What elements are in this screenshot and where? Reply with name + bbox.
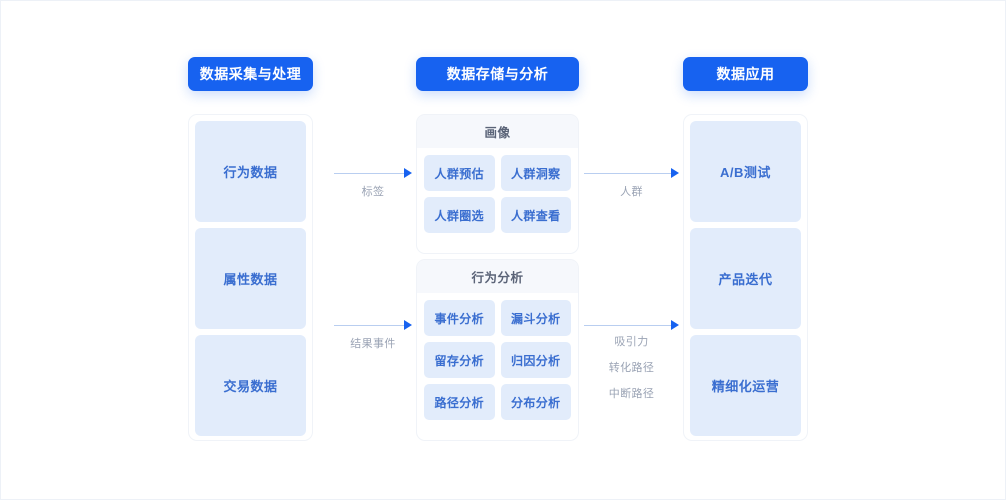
arrow-shaft <box>584 172 672 174</box>
chip-path-analysis[interactable]: 路径分析 <box>424 384 495 420</box>
chip-crowd-selection[interactable]: 人群圈选 <box>424 197 495 233</box>
connector-label-crowd: 人群 <box>620 186 643 198</box>
chip-funnel-analysis[interactable]: 漏斗分析 <box>500 300 571 336</box>
chip-crowd-estimate[interactable]: 人群预估 <box>424 155 495 191</box>
left-card-attribute-data[interactable]: 属性数据 <box>195 228 306 329</box>
arrow-portrait-to-right <box>584 168 679 178</box>
arrow-head-icon <box>671 320 679 330</box>
panel-portrait-title: 画像 <box>417 115 578 148</box>
connector-label-attraction: 吸引力 <box>614 336 649 348</box>
panel-behavior-analysis-grid: 事件分析 漏斗分析 留存分析 归因分析 路径分析 分布分析 <box>417 293 578 427</box>
chip-distribution-analysis[interactable]: 分布分析 <box>500 384 571 420</box>
chip-crowd-insight[interactable]: 人群洞察 <box>500 155 571 191</box>
left-card-behavior-data[interactable]: 行为数据 <box>195 121 306 222</box>
right-card-refined-operation[interactable]: 精细化运营 <box>690 335 801 436</box>
arrow-head-icon <box>404 168 412 178</box>
connector-label-conversion-path: 转化路径 <box>608 362 655 374</box>
right-card-ab-test[interactable]: A/B测试 <box>690 121 801 222</box>
panel-portrait-grid: 人群预估 人群洞察 人群圈选 人群查看 <box>417 148 578 240</box>
panel-behavior-analysis-title: 行为分析 <box>417 260 578 293</box>
arrow-shaft <box>584 324 672 326</box>
connector-label-tag: 标签 <box>361 186 385 198</box>
arrow-head-icon <box>404 320 412 330</box>
chip-crowd-view[interactable]: 人群查看 <box>500 197 571 233</box>
connector-label-result-event: 结果事件 <box>350 338 396 350</box>
left-card-transaction-data[interactable]: 交易数据 <box>195 335 306 436</box>
arrow-shaft <box>334 324 405 326</box>
arrow-left-to-behavior <box>334 320 412 330</box>
panel-behavior-analysis: 行为分析 事件分析 漏斗分析 留存分析 归因分析 路径分析 分布分析 <box>416 259 579 441</box>
right-card-product-iteration[interactable]: 产品迭代 <box>690 228 801 329</box>
right-column-container: A/B测试 产品迭代 精细化运营 <box>683 114 808 441</box>
chip-event-analysis[interactable]: 事件分析 <box>424 300 495 336</box>
chip-attribution-analysis[interactable]: 归因分析 <box>500 342 571 378</box>
arrow-left-to-portrait <box>334 168 412 178</box>
stage-title-data-collection[interactable]: 数据采集与处理 <box>188 57 313 91</box>
panel-portrait: 画像 人群预估 人群洞察 人群圈选 人群查看 <box>416 114 579 254</box>
left-column-container: 行为数据 属性数据 交易数据 <box>188 114 313 441</box>
arrow-shaft <box>334 172 405 174</box>
stage-title-data-application[interactable]: 数据应用 <box>683 57 808 91</box>
connector-label-group-behavior: 吸引力 转化路径 中断路径 <box>584 333 679 411</box>
stage-title-data-storage[interactable]: 数据存储与分析 <box>416 57 579 91</box>
chip-retention-analysis[interactable]: 留存分析 <box>424 342 495 378</box>
connector-label-interrupt-path: 中断路径 <box>608 388 655 400</box>
arrow-head-icon <box>671 168 679 178</box>
arrow-behavior-to-right <box>584 320 679 330</box>
